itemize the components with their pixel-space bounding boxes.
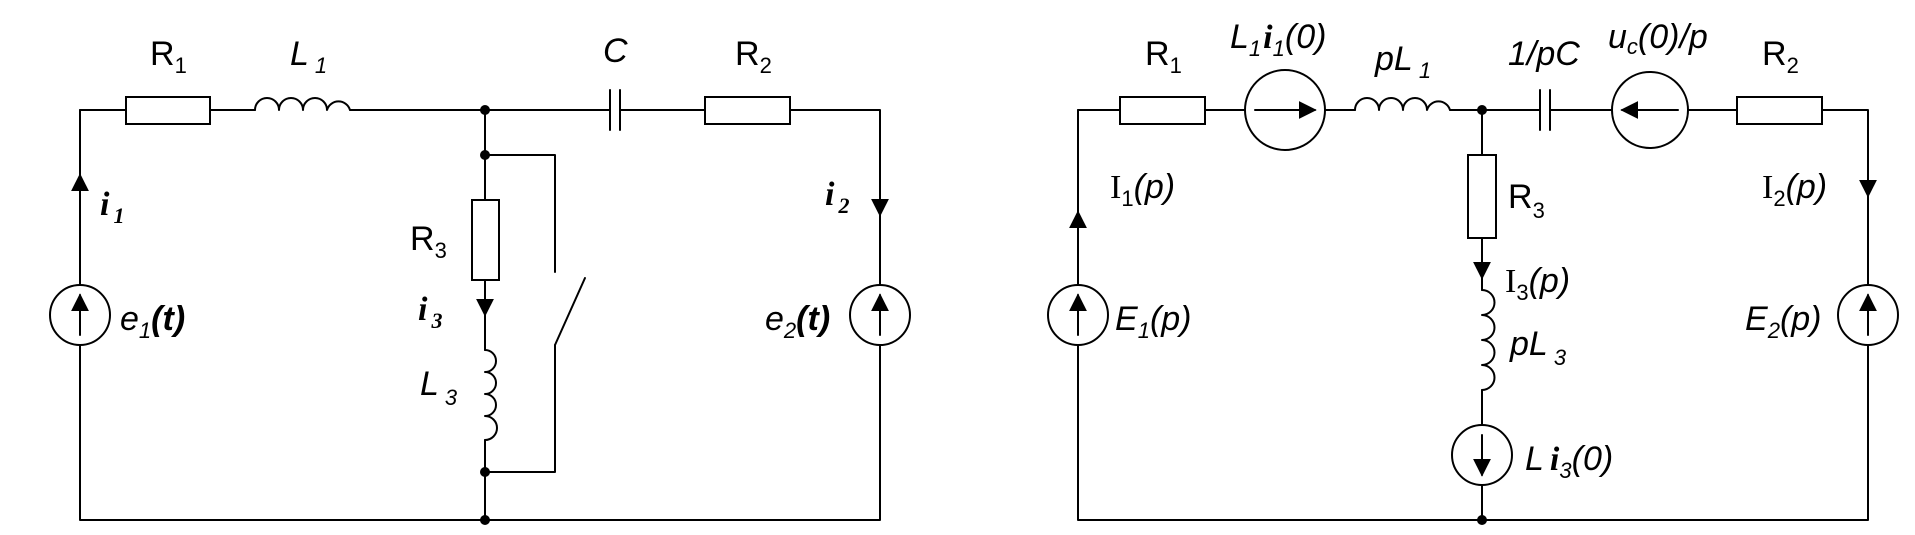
inductor-l3: [484, 349, 498, 441]
resistor-r1: [1119, 96, 1206, 125]
left-wires: [79, 109, 881, 521]
label-e1: e1(t): [120, 300, 185, 343]
source-li3-0: [1451, 424, 1513, 486]
source-e1: [49, 284, 111, 346]
label-I3: I3(p): [1505, 262, 1570, 305]
capacitor-c: [599, 89, 631, 131]
left-junctions: [480, 105, 490, 525]
label-e2: e2(t): [765, 300, 830, 343]
source-e2: [849, 284, 911, 346]
label-r3: R3: [410, 220, 447, 263]
inductor-pl1: [1354, 97, 1451, 111]
source-l1i1-0: [1244, 69, 1326, 151]
label-1pc: 1/pC: [1508, 35, 1580, 73]
label-r1: R1: [1145, 35, 1182, 78]
label-I2: I2(p): [1762, 168, 1827, 211]
inductor-pl3: [1481, 289, 1496, 391]
right-junctions: [1477, 105, 1487, 525]
resistor-r1: [125, 96, 211, 125]
source-E1: [1047, 284, 1109, 346]
label-r2: R2: [1762, 35, 1799, 78]
resistor-r3: [471, 199, 500, 281]
resistor-r2: [1736, 96, 1823, 125]
label-c: C: [603, 32, 628, 70]
label-uc0: uc(0)/p: [1608, 18, 1708, 59]
label-r2: R2: [735, 35, 772, 78]
label-r1: R1: [150, 35, 187, 78]
label-r3: R3: [1508, 178, 1545, 223]
resistor-r2: [704, 96, 791, 125]
label-l1i1-0: L1i1(0): [1230, 18, 1326, 61]
source-uc0: [1611, 71, 1689, 149]
resistor-r3: [1467, 154, 1497, 239]
label-I1: I1(p): [1110, 168, 1175, 211]
label-E1: E1(p): [1115, 300, 1192, 343]
source-E2: [1837, 284, 1899, 346]
inductor-l1: [254, 97, 351, 111]
label-E2: E2(p): [1745, 300, 1822, 343]
capacitor-1pc: [1529, 89, 1561, 131]
